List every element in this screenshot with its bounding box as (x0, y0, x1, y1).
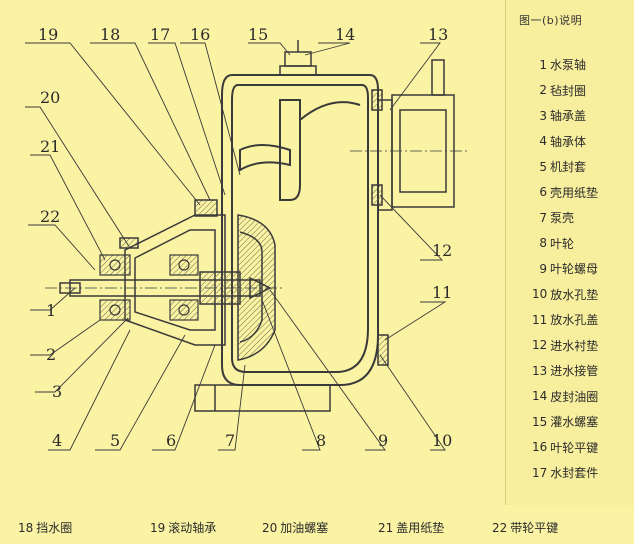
callout-15: 15 (248, 25, 268, 44)
callout-17: 17 (150, 25, 170, 44)
callout-labels: 19 18 17 16 15 14 13 20 21 22 1 2 3 4 5 … (38, 25, 452, 450)
inlet-pipe (371, 59, 455, 211)
callout-3: 3 (52, 382, 62, 401)
callout-11: 11 (432, 283, 452, 302)
callout-21: 21 (40, 137, 60, 156)
callout-14: 14 (335, 25, 355, 44)
callout-16: 16 (190, 25, 210, 44)
callout-13: 13 (428, 25, 448, 44)
callout-5: 5 (110, 431, 120, 450)
bearing-body (119, 199, 226, 346)
callout-6: 6 (166, 431, 176, 450)
callout-22: 22 (40, 207, 60, 226)
callout-20: 20 (40, 88, 60, 107)
callout-12: 12 (432, 241, 452, 260)
callout-2: 2 (46, 345, 56, 364)
pump-cross-section-drawing: 19 18 17 16 15 14 13 20 21 22 1 2 3 4 5 … (25, 25, 470, 451)
callout-7: 7 (225, 431, 235, 450)
callout-19: 19 (38, 25, 58, 44)
legend-title: 图一(b)说明 (519, 14, 583, 27)
callout-9: 9 (378, 431, 388, 450)
pump-casing (221, 74, 379, 386)
callout-8: 8 (316, 431, 326, 450)
rolling-bearings (99, 254, 199, 321)
callout-10: 10 (432, 431, 452, 450)
callout-4: 4 (52, 431, 62, 450)
fill-plug (279, 40, 317, 76)
base-foot (194, 384, 331, 412)
callout-1: 1 (46, 301, 56, 320)
drain-cover (377, 334, 389, 366)
leader-lines (25, 42, 447, 451)
callout-18: 18 (100, 25, 120, 44)
